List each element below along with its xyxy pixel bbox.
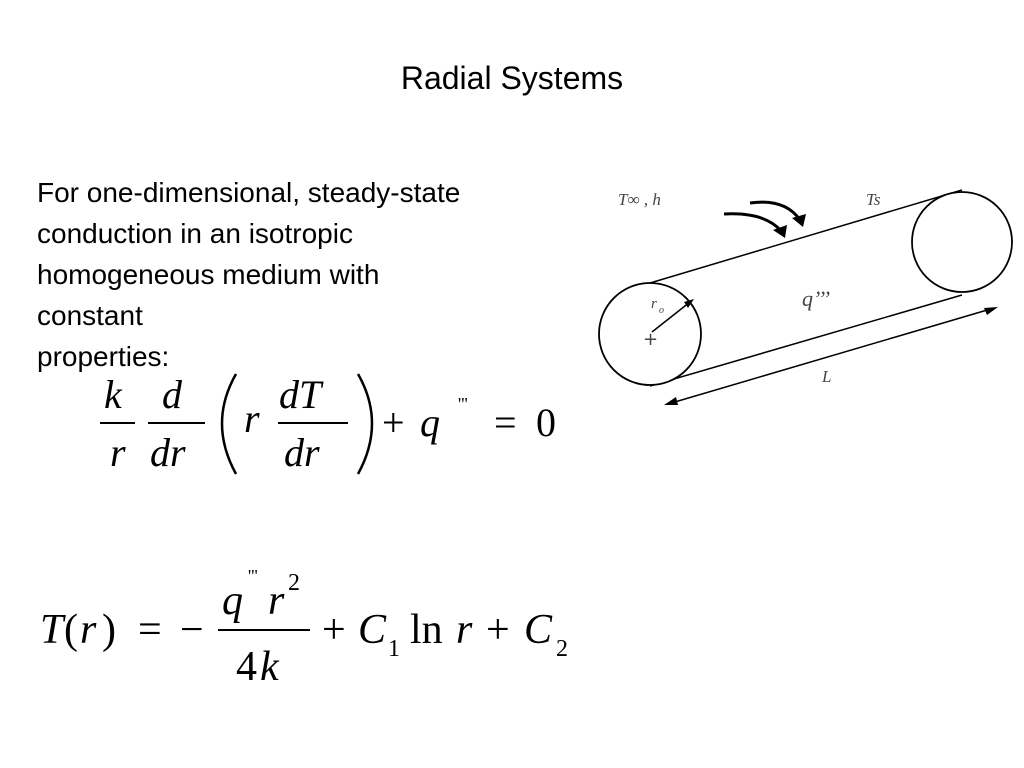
eq1-plus: + [382,400,405,445]
length-arrow [667,307,995,405]
eq1-dr-2: dr [284,430,320,475]
eq2-C2-sub: 2 [556,636,568,662]
cylinder-bottom-edge [649,294,963,387]
label-length: L [821,367,831,386]
eq1-equals: = [494,400,517,445]
length-arrowhead-left-icon [664,397,678,405]
eq2-r-num: r [268,578,285,624]
eq2-r-ln: r [456,607,473,653]
eq1-right-paren [356,373,374,475]
eq2-plus-2: + [486,607,510,653]
eq1-left-paren [220,373,238,475]
radius-arrow [651,301,691,333]
label-q-generation: q’’’ [802,286,830,311]
eq2-r: r [80,607,97,653]
center-plus-icon: + [643,329,658,350]
eq2-q: q [222,578,243,624]
eq2-exponent: 2 [288,570,300,596]
eq1-d: d [162,372,183,417]
intro-line: homogeneous medium with [37,259,380,290]
eq1-q: q [420,400,440,445]
label-ts: Ts [866,190,881,209]
label-t-inf-h: T∞ , h [618,190,661,209]
eq1-k: k [104,372,123,417]
intro-line: properties: [37,341,170,372]
eq2-minus: − [180,607,204,653]
eq2-plus-1: + [322,607,346,653]
eq2-close-paren: ) [102,607,116,653]
eq1-zero: 0 [536,400,556,445]
eq2-four: 4 [236,644,257,690]
intro-line: For one-dimensional, steady-state [37,177,461,208]
cylinder-right-face [911,191,1013,293]
eq1-dr: dr [150,430,186,475]
label-ro-sub: o [659,305,664,316]
eq2-C1: C [358,607,387,653]
eq1-r-inner: r [244,396,260,441]
convection-arrow-lower [723,212,783,233]
eq2-C2: C [524,607,553,653]
convection-arrowhead-upper-icon [792,214,806,227]
eq2-T: T [40,607,66,653]
cylinder-left-face [598,282,702,386]
intro-text: For one-dimensional, steady-state conduc… [37,172,577,377]
eq2-k: k [260,644,280,690]
radius-arrowhead-icon [684,299,694,308]
eq2-ln: ln [410,607,443,653]
eq2-q-prime: ''' [248,566,258,586]
eq2-equals: = [138,607,162,653]
cylinder-top-edge [649,189,963,284]
label-ro: r [651,296,657,312]
length-arrowhead-right-icon [984,307,998,315]
eq1-q-prime: ''' [458,394,468,414]
eq1-r: r [110,430,126,475]
eq2-C1-sub: 1 [388,636,400,662]
intro-line: constant [37,300,143,331]
convection-arrowhead-lower-icon [773,225,787,238]
intro-line: conduction in an isotropic [37,218,353,249]
eq1-dT: dT [279,372,324,417]
slide-title: Radial Systems [400,60,624,96]
cylinder-diagram: + r o T∞ , h Ts q’’’ L [598,189,1013,405]
eq2-open-paren: ( [64,607,78,653]
